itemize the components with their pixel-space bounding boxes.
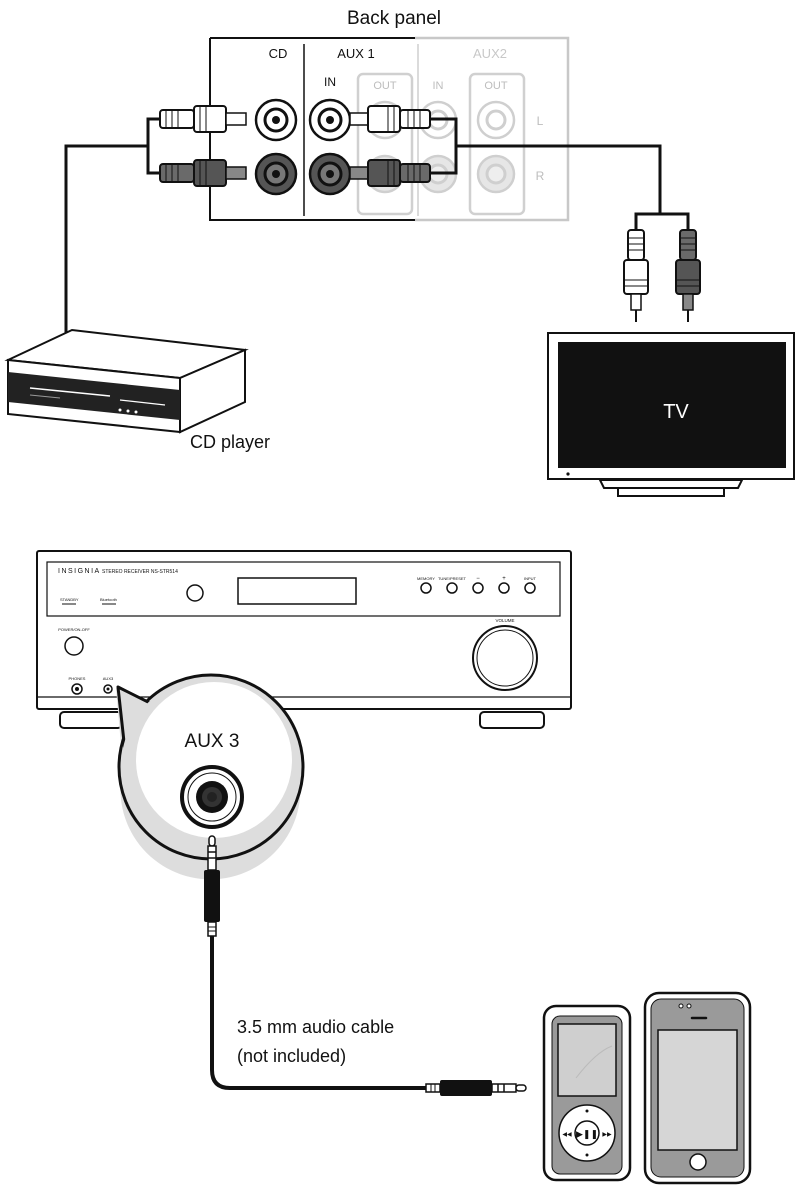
- aux3-small-jack-label: AUX3: [103, 676, 114, 681]
- cd-player-label: CD player: [190, 432, 270, 452]
- aux1-out-box: [356, 72, 414, 216]
- receiver-foot-left: [59, 711, 123, 729]
- phones-jack-label: PHONES: [69, 676, 86, 681]
- power-button-label: POWER/ON-OFF: [58, 627, 90, 632]
- tv-rca-plug-red: [675, 229, 701, 322]
- smartphone-home-button[interactable]: [689, 1153, 707, 1171]
- aux3-jack-closeup: [180, 765, 244, 829]
- receiver-brand-logo: INSIGNIA: [58, 568, 101, 575]
- tune-preset-button-label: TUNE/PRESET: [438, 576, 467, 581]
- cd-left-jack: [254, 98, 298, 142]
- aux1-in-label: IN: [324, 75, 336, 89]
- minus-button[interactable]: [472, 582, 484, 594]
- memory-button-label: MEMORY: [417, 576, 435, 581]
- aux2-out-left-jack: [476, 100, 516, 140]
- cable-label-line2: (not included): [237, 1046, 346, 1066]
- phones-jack[interactable]: [71, 683, 83, 695]
- audio-plug-top: [204, 835, 220, 937]
- tune-preset-button[interactable]: [446, 582, 458, 594]
- plus-button[interactable]: [498, 582, 510, 594]
- tv-screen-label: TV: [663, 401, 689, 423]
- svg-text:◀◀: ◀◀: [562, 1131, 572, 1138]
- tv-cable: [456, 144, 690, 232]
- memory-button[interactable]: [420, 582, 432, 594]
- aux2-group-label: AUX2: [473, 46, 507, 61]
- standby-indicator-label: STANDBY: [60, 597, 79, 602]
- cd-rca-plug-red: [159, 159, 247, 187]
- mp3-player: ▶❚❚ ◀◀ ▶▶: [542, 1004, 632, 1182]
- tv-rca-plug-white: [623, 229, 649, 322]
- cd-player-cable: [64, 144, 148, 345]
- aux2-out-right-jack: [476, 154, 516, 194]
- cd-right-jack: [254, 152, 298, 196]
- smartphone-screen: [657, 1029, 738, 1151]
- aux1-in-left-jack: [308, 98, 352, 142]
- receiver-foot-right: [479, 711, 545, 729]
- audio-plug-bottom: [425, 1080, 527, 1096]
- aux2-in-label: IN: [433, 80, 444, 92]
- mp3-play-pause-button[interactable]: [574, 1120, 600, 1146]
- power-button[interactable]: [64, 636, 84, 656]
- receiver-display: [237, 577, 357, 605]
- aux1-out-rca-plug-white: [349, 105, 431, 133]
- input-button[interactable]: [524, 582, 536, 594]
- channel-right-label: R: [536, 169, 545, 183]
- volume-knob[interactable]: [472, 625, 538, 691]
- back-panel-title: Back panel: [347, 8, 441, 29]
- remote-sensor: [186, 584, 204, 602]
- aux1-out-label: OUT: [373, 80, 397, 92]
- aux2-out-box: [468, 72, 526, 216]
- minus-button-label: −: [476, 576, 480, 582]
- cd-group-label: CD: [269, 46, 288, 61]
- aux1-in-right-jack: [308, 152, 352, 196]
- back-panel: [209, 36, 570, 222]
- input-button-label: INPUT: [524, 576, 537, 581]
- smartphone: [643, 991, 752, 1185]
- cd-rca-plug-white: [159, 105, 247, 133]
- svg-text:▶❚❚: ▶❚❚: [576, 1130, 598, 1140]
- channel-left-label: L: [537, 114, 544, 128]
- cd-player: [4, 328, 249, 434]
- aux3-callout-label: AUX 3: [185, 731, 240, 752]
- plus-button-label: +: [502, 576, 506, 582]
- aux1-group-label: AUX 1: [337, 46, 375, 61]
- svg-text:▶▶: ▶▶: [602, 1131, 612, 1138]
- bluetooth-indicator-label: Bluetooth: [100, 597, 117, 602]
- volume-knob-label: VOLUME: [495, 618, 514, 623]
- audio-cable: [210, 936, 428, 1090]
- cable-label-line1: 3.5 mm audio cable: [237, 1017, 394, 1037]
- receiver-model-label: STEREO RECEIVER NS-STR514: [102, 569, 178, 575]
- aux2-out-label: OUT: [484, 80, 508, 92]
- smartphone-camera: [678, 1003, 684, 1009]
- tv: [547, 332, 795, 497]
- aux1-out-rca-plug-red: [349, 159, 431, 187]
- aux3-small-jack[interactable]: [103, 684, 113, 694]
